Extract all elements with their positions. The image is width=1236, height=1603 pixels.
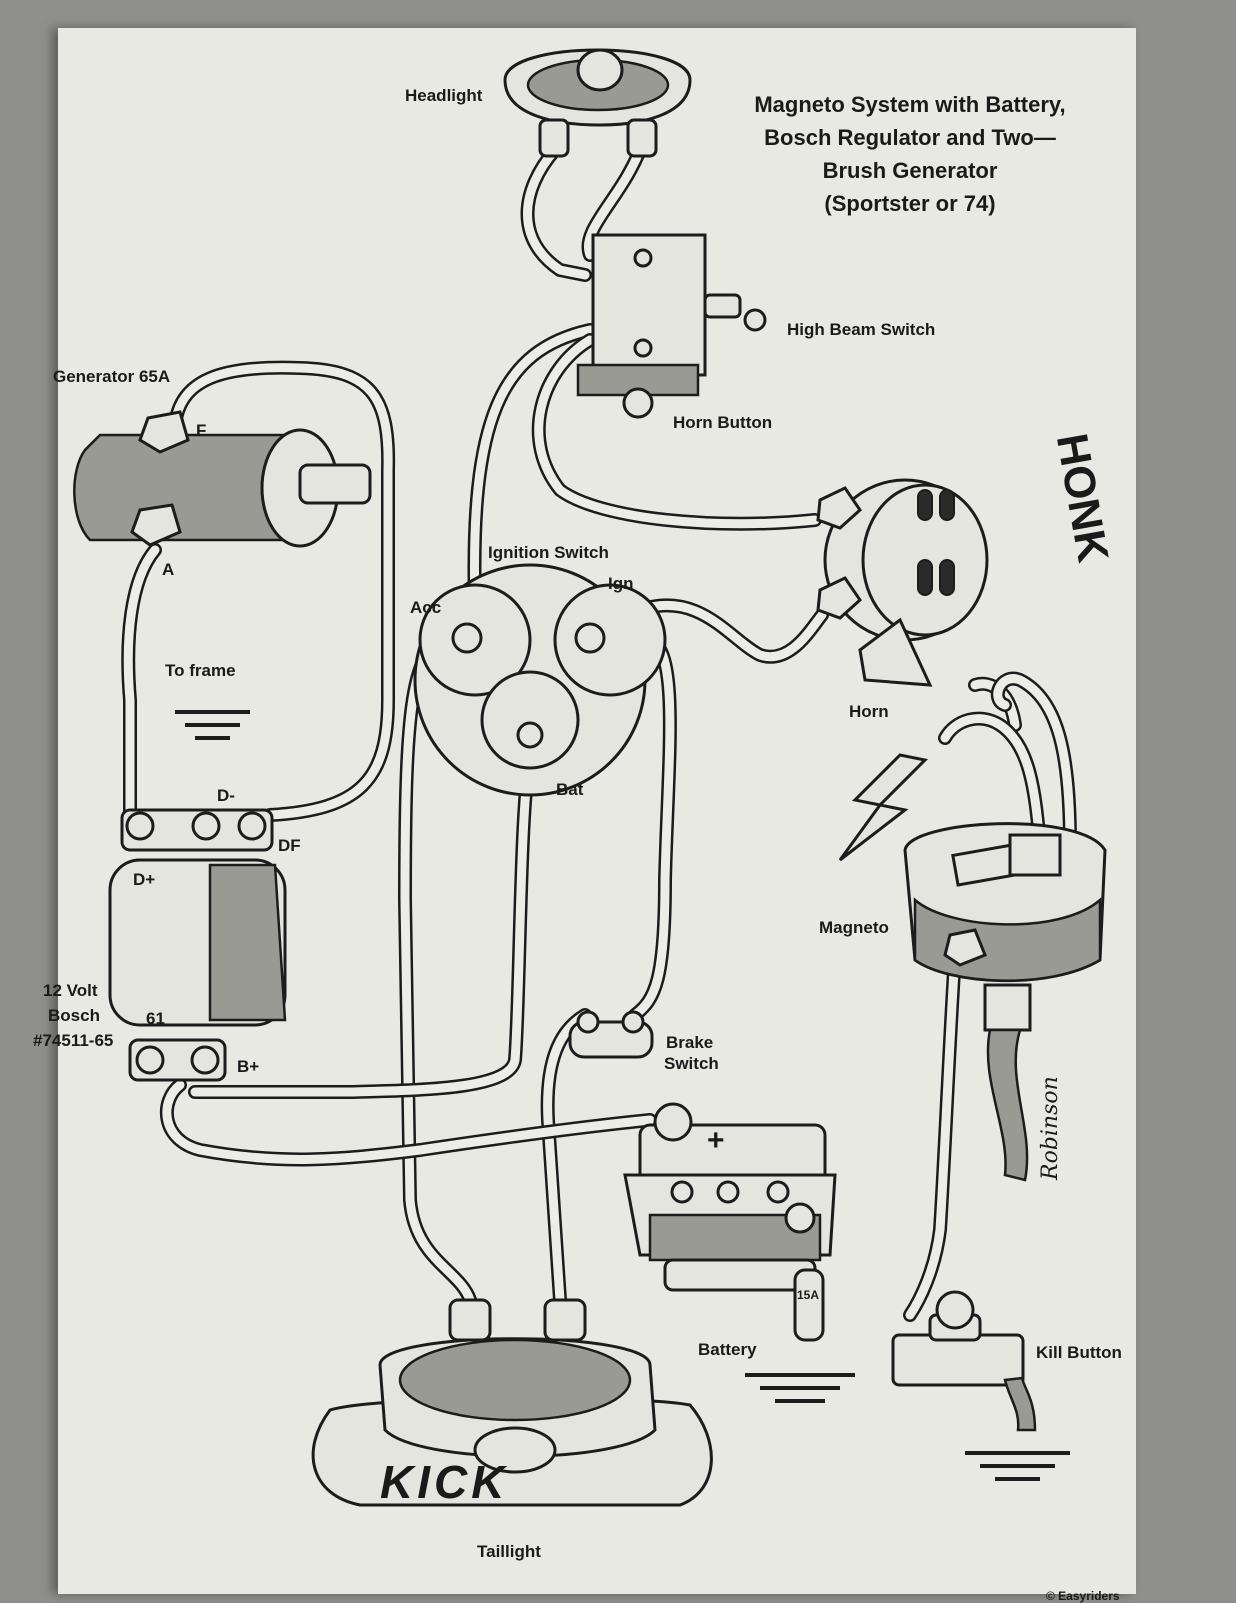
horn-button-label: Horn Button (673, 413, 773, 432)
ignition-switch-drawing (413, 563, 667, 797)
generator-drawing (73, 410, 372, 548)
brake-switch-label-line1: Brake (666, 1033, 714, 1052)
horn-drawing (816, 478, 989, 687)
generator-a-terminal-label: A (162, 560, 175, 579)
d-plus-terminal-label: D+ (133, 870, 156, 889)
taillight-label: Taillight (477, 1542, 541, 1561)
headlight-drawing (503, 48, 692, 158)
acc-terminal-label: Acc (410, 598, 442, 617)
battery-label: Battery (698, 1340, 757, 1359)
taillight-drawing (311, 1298, 713, 1507)
wires (121, 143, 1077, 1322)
ground-symbols (175, 710, 1070, 1481)
b-plus-terminal-label: B+ (237, 1057, 260, 1076)
title-line-1: Magneto System with Battery, (754, 92, 1066, 117)
battery-drawing (623, 1102, 837, 1342)
to-frame-label: To frame (165, 661, 236, 680)
high-beam-switch-label: High Beam Switch (787, 320, 936, 339)
regulator-bosch-label: Bosch (48, 1006, 100, 1025)
diagram-title: Magneto System with Battery, Bosch Regul… (690, 88, 1130, 220)
title-line-3: Brush Generator (822, 158, 998, 183)
regulator-61-label: 61 (146, 1009, 165, 1028)
regulator-part-number-label: #74511-65 (33, 1031, 114, 1050)
headlight-label: Headlight (405, 86, 483, 105)
kill-button-drawing (891, 1290, 1037, 1432)
horn-label: Horn (849, 702, 889, 721)
battery-plus-label: + (707, 1124, 725, 1157)
magneto-drawing (903, 822, 1107, 1182)
kick-lettering: KICK (380, 1456, 509, 1508)
horn-button-drawing (576, 233, 767, 419)
artist-signature: Robinson (1038, 1076, 1063, 1180)
magneto-label: Magneto (819, 918, 889, 937)
ignition-switch-label: Ignition Switch (488, 543, 609, 562)
title-line-4: (Sportster or 74) (824, 191, 996, 216)
d-minus-terminal-label: D- (217, 786, 235, 805)
kill-button-label: Kill Button (1036, 1343, 1122, 1362)
generator-f-terminal-label: F (196, 421, 207, 440)
title-line-2: Bosch Regulator and Two— (764, 125, 1056, 150)
df-terminal-label: DF (278, 836, 301, 855)
brake-switch-drawing (568, 1010, 654, 1059)
ign-terminal-label: Ign (608, 574, 634, 593)
regulator-12volt-label: 12 Volt (43, 981, 98, 1000)
generator-label: Generator 65A (53, 367, 171, 386)
brake-switch-label-line2: Switch (664, 1054, 719, 1073)
lightning-bolts (838, 753, 929, 862)
copyright-label: © Easyriders (1046, 1589, 1120, 1603)
fuse-label: 15A (797, 1288, 820, 1302)
regulator-drawing (108, 808, 287, 1082)
bat-terminal-label: Bat (556, 780, 584, 799)
